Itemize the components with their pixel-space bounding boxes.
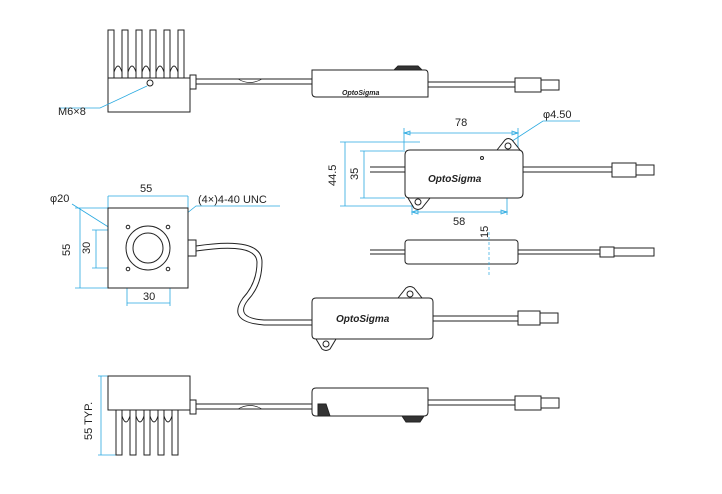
dim-15: 15 (479, 226, 491, 238)
dim-55-side: 55 (61, 244, 73, 256)
dim-30-bottom: 30 (143, 291, 155, 303)
heat-sink-block-front (107, 207, 189, 289)
controller-box-plan (404, 149, 524, 199)
heat-sink-fins-top (107, 29, 185, 79)
aperture-inner (132, 232, 164, 264)
heat-sink-base-bottom (107, 375, 191, 411)
front-plan-view: 55 φ20 (4×)4-40 UNC 55 30 30 (50, 183, 559, 351)
controller-box-top-view (311, 69, 429, 98)
heat-sink-base-top (107, 77, 191, 113)
controller-side-view: 15 (370, 226, 655, 275)
controller-box-bottom-view (311, 387, 429, 417)
usb-plug-plan (611, 162, 637, 178)
mount-hole-m6 (146, 79, 154, 87)
aperture-outer (125, 225, 171, 271)
dim-phi-20: φ20 (50, 193, 69, 205)
mount-tab-right (495, 138, 522, 151)
dim-35: 35 (349, 168, 361, 180)
label-m6x8: M6×8 (58, 106, 86, 118)
heat-sink-fins-bottom (115, 410, 179, 456)
connector-collar-front (187, 239, 197, 257)
dim-44-5: 44.5 (327, 165, 339, 186)
controller-dimensioned-view: 78 φ4.50 44.5 35 58 OptoSigma (327, 109, 655, 228)
controller-box-front (311, 297, 434, 340)
controller-box-side (404, 239, 519, 265)
usb-plug-top (514, 77, 542, 93)
mount-tab-left (407, 197, 432, 210)
side-view-bottom: 55 TYP. (83, 375, 560, 456)
usb-plug-front (517, 310, 541, 326)
dim-55-top: 55 (140, 183, 152, 195)
brand-logo-front: OptoSigma (336, 314, 390, 325)
usb-plug-bottom (514, 395, 542, 411)
side-view-top: OptoSigma M6×8 (58, 29, 560, 118)
connector-collar-top (189, 74, 197, 90)
dim-55-typ: 55 TYP. (83, 402, 95, 440)
dim-58: 58 (453, 216, 465, 228)
brand-logo-plan: OptoSigma (428, 174, 482, 185)
thread-note: (4×)4-40 UNC (198, 194, 267, 206)
brand-logo-top: OptoSigma (342, 90, 379, 97)
dim-30-side: 30 (81, 242, 93, 254)
dim-phi-4-50: φ4.50 (543, 109, 572, 121)
dim-78: 78 (455, 117, 467, 129)
